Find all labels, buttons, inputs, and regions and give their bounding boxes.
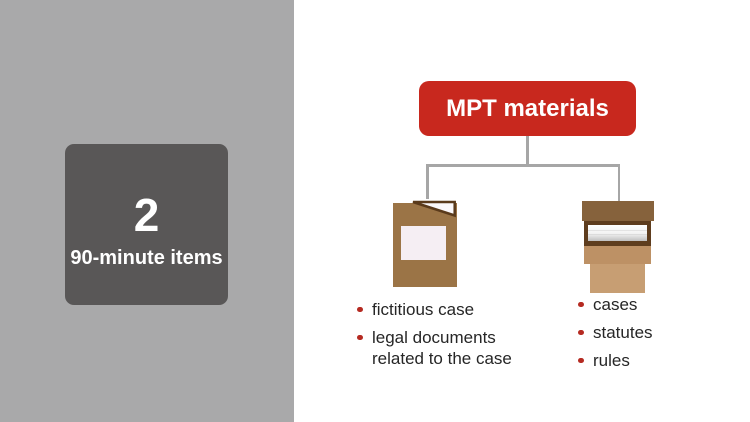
bullet-dot-icon xyxy=(578,357,584,363)
left-panel: 2 90-minute items xyxy=(0,0,294,422)
list-item-label: fictitious case xyxy=(372,300,475,319)
bullet-dot-icon xyxy=(357,334,363,340)
list-item-label: legal documents related to the case xyxy=(372,328,512,368)
list-item: rules xyxy=(576,350,706,371)
list-item-label: rules xyxy=(593,351,630,370)
list-item: fictitious case xyxy=(355,299,523,320)
box-branch-list: cases statutes rules xyxy=(576,294,706,378)
bullet-dot-icon xyxy=(357,306,363,312)
count-number: 2 xyxy=(133,189,160,241)
box-of-papers-icon xyxy=(582,201,654,293)
connector-right-drop xyxy=(617,164,620,202)
connector-left-drop xyxy=(426,164,429,199)
connector-root-drop xyxy=(526,136,529,165)
list-item: statutes xyxy=(576,322,706,343)
bullet-dot-icon xyxy=(578,301,584,307)
folder-branch-list: fictitious case legal documents related … xyxy=(355,299,523,376)
list-item: cases xyxy=(576,294,706,315)
connector-horizontal xyxy=(426,164,620,167)
folder-with-document-icon xyxy=(393,200,457,287)
count-label: 90-minute items xyxy=(70,247,223,269)
bullet-dot-icon xyxy=(578,329,584,335)
list-item: legal documents related to the case xyxy=(355,327,523,369)
root-node: MPT materials xyxy=(419,81,636,136)
list-item-label: statutes xyxy=(593,323,653,342)
root-node-label: MPT materials xyxy=(446,94,609,122)
list-item-label: cases xyxy=(593,295,638,314)
count-card: 2 90-minute items xyxy=(65,144,228,305)
